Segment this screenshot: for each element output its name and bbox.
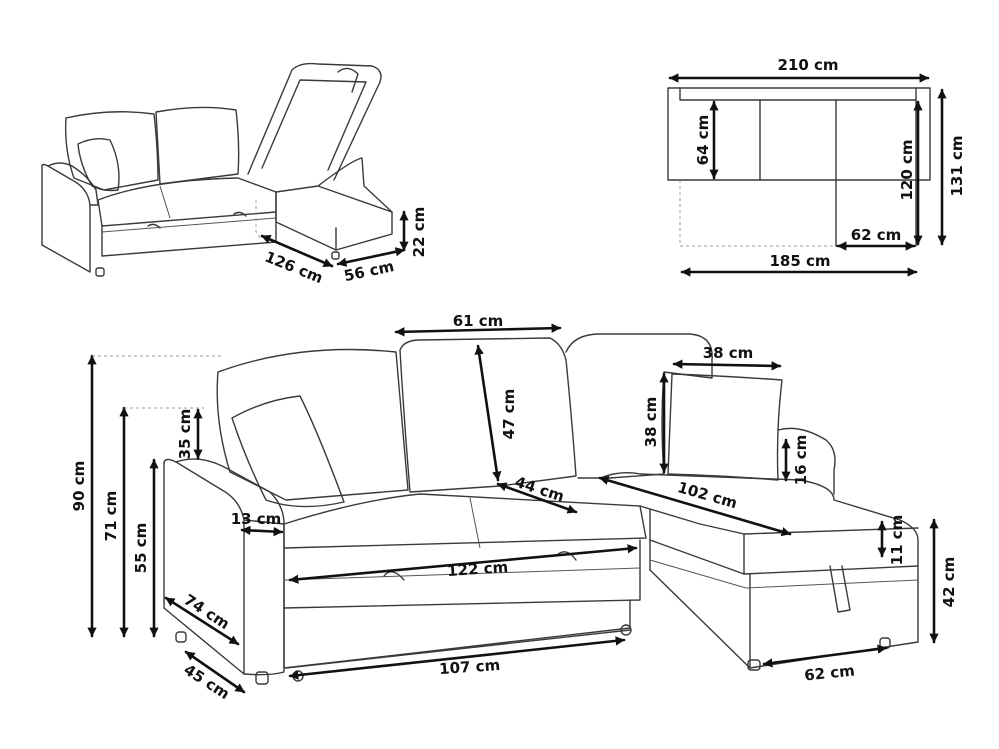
label-small-storage-height: 22 cm <box>410 207 428 258</box>
label-small-bed-width: 126 cm <box>262 248 325 288</box>
label-pillow-height: 38 cm <box>642 397 660 448</box>
label-armrest-width: 13 cm <box>231 510 282 528</box>
label-top-total-depth: 131 cm <box>948 135 966 196</box>
label-chaise-cushion-length: 102 cm <box>676 478 740 512</box>
label-armrest-height: 55 cm <box>132 523 150 574</box>
label-top-chaise-depth: 120 cm <box>898 139 916 200</box>
label-chaise-cushion-thickness: 11 cm <box>888 515 906 566</box>
label-armrest-total-height: 71 cm <box>102 491 120 542</box>
label-top-chaise-width: 62 cm <box>851 226 902 244</box>
label-top-sofa-width: 185 cm <box>769 252 830 270</box>
label-bed-width: 122 cm <box>447 558 509 580</box>
label-back-above-arm: 35 cm <box>176 409 194 460</box>
label-chaise-armrest-height: 16 cm <box>792 435 810 486</box>
label-pillow-width: 38 cm <box>703 344 754 362</box>
label-chaise-width: 62 cm <box>803 661 855 684</box>
dimension-lines <box>87 73 947 694</box>
label-base-width: 107 cm <box>439 656 501 678</box>
label-total-height: 90 cm <box>70 461 88 512</box>
label-backrest-cushion-width: 61 cm <box>453 312 504 330</box>
main-sofa-illustration <box>163 333 919 685</box>
label-top-width: 210 cm <box>777 56 838 74</box>
label-backrest-cushion-height: 47 cm <box>500 389 518 440</box>
small-sofa-illustration <box>41 62 393 277</box>
label-top-seat-depth: 64 cm <box>694 115 712 166</box>
label-chaise-seat-height: 42 cm <box>940 557 958 608</box>
dimension-labels: 210 cm 64 cm 120 cm 131 cm 62 cm 185 cm … <box>70 56 966 703</box>
top-view-plan <box>667 87 931 247</box>
